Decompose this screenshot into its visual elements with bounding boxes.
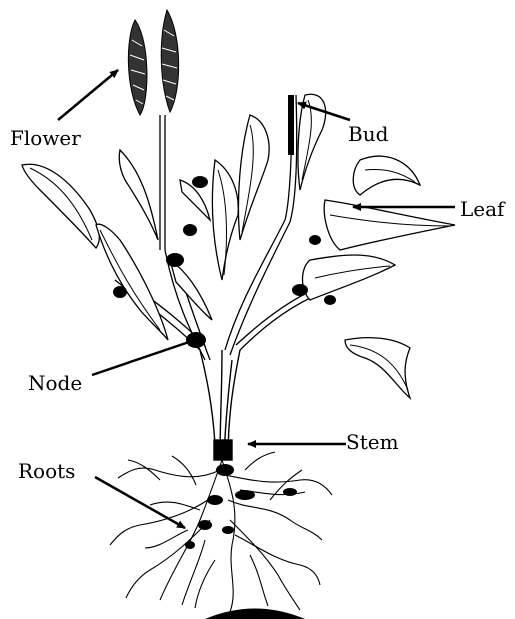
stem-illustration — [200, 350, 240, 460]
node-arrow — [92, 340, 195, 375]
leaf-label: Leaf — [460, 199, 504, 219]
flower-label: Flower — [10, 128, 81, 148]
bud-label: Bud — [348, 124, 388, 144]
leaves-illustration — [22, 94, 455, 398]
roots-clumps — [185, 464, 297, 549]
pot-rim — [205, 609, 305, 619]
stem-label: Stem — [346, 432, 399, 452]
roots-illustration — [110, 452, 332, 612]
flower-arrow — [58, 70, 118, 120]
flower-spikes — [128, 10, 178, 115]
node-label: Node — [28, 373, 82, 393]
roots-label: Roots — [18, 461, 75, 481]
